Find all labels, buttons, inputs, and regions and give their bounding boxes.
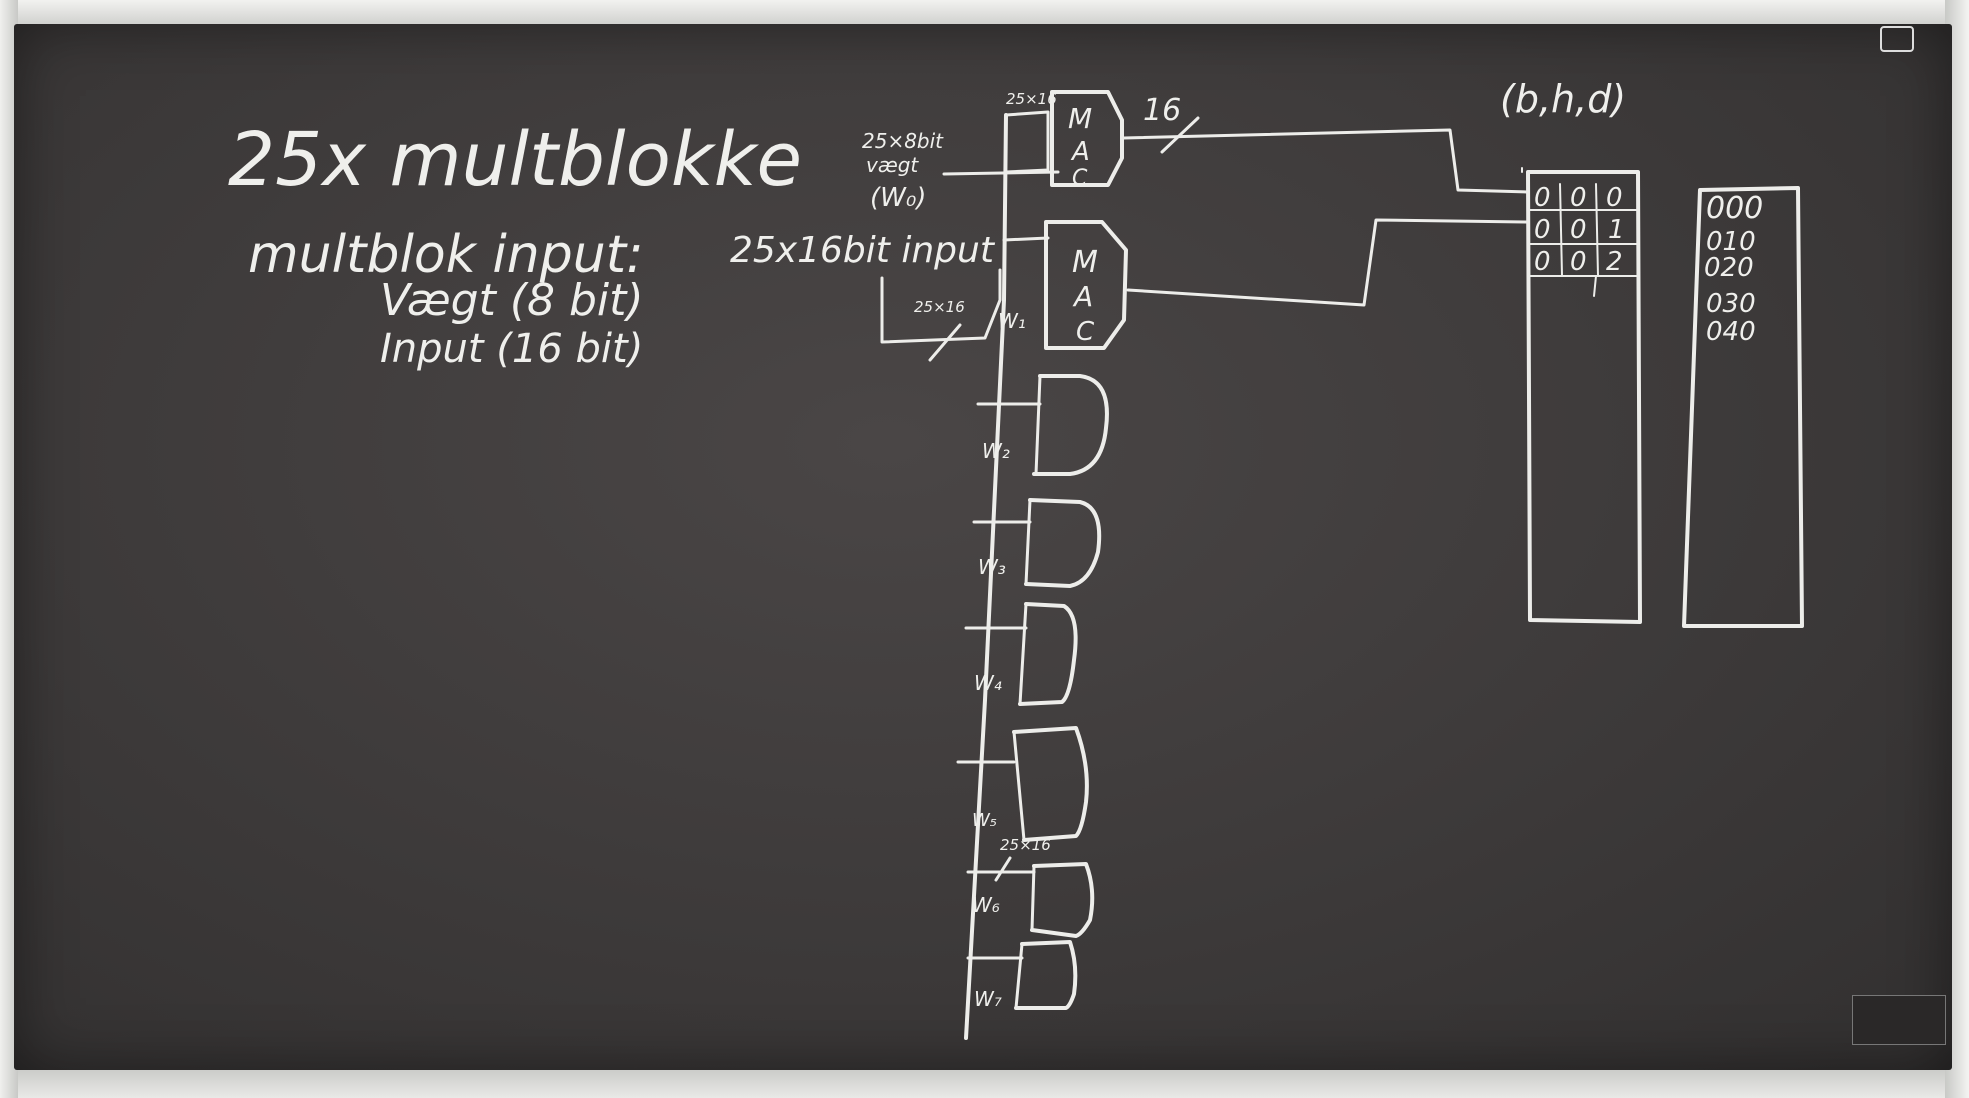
mac-top-letter-c: C bbox=[1072, 166, 1088, 191]
grid-cell-2-0: 0 bbox=[1534, 247, 1551, 277]
column-value-2: 020 bbox=[1704, 253, 1754, 283]
grid-cell-2-2: 2 bbox=[1606, 247, 1623, 277]
bus-top-line bbox=[1004, 110, 1050, 174]
board-frame-bottom bbox=[0, 1068, 1969, 1098]
mac-top-letter-m: M bbox=[1068, 102, 1092, 135]
board-logo-icon bbox=[1880, 26, 1914, 52]
mult-block-w5 bbox=[956, 726, 1089, 842]
input-bus-line bbox=[964, 113, 1008, 1040]
weight-label-w2: W₂ bbox=[982, 439, 1010, 463]
definition-item-weight: Vægt (8 bit) bbox=[380, 275, 644, 326]
tensor-value-column: 000 010 020 030 040 bbox=[1682, 186, 1804, 628]
mac-top-output-slash bbox=[1160, 116, 1200, 154]
heading-text: 25x multblokke bbox=[228, 117, 802, 203]
mult-block-w7 bbox=[966, 940, 1078, 1010]
weight-feed-line bbox=[942, 170, 1060, 176]
tensor-grid-cells: 0 0 0 0 0 1 0 0 2 bbox=[1534, 183, 1625, 277]
column-value-1: 010 bbox=[1706, 227, 1756, 257]
weight-label-w7: W₇ bbox=[974, 987, 1002, 1011]
input-register-box bbox=[880, 268, 1002, 344]
mac-top-output-wire bbox=[1122, 128, 1530, 194]
grid-cell-0-1: 0 bbox=[1570, 183, 1587, 213]
grid-cell-1-2: 1 bbox=[1608, 215, 1625, 245]
weight-label-w5: W₅ bbox=[972, 810, 997, 831]
weight-note-line-3: (W₀) bbox=[870, 183, 926, 213]
tensor-grid-column bbox=[1521, 167, 1642, 624]
mac-top-letter-a: A bbox=[1070, 137, 1090, 167]
column-value-3: 030 bbox=[1706, 289, 1756, 319]
bus-label: 25x16bit input bbox=[730, 230, 996, 271]
bus-feed-line bbox=[1002, 236, 1050, 242]
mac-output-width-label: 16 bbox=[1143, 93, 1181, 128]
mult-block-w3 bbox=[972, 498, 1102, 588]
mac-second-letter-c: C bbox=[1076, 317, 1095, 347]
mac-second-letter-a: A bbox=[1072, 280, 1093, 313]
chalkboard bbox=[14, 24, 1952, 1070]
column-value-0: 000 bbox=[1706, 191, 1763, 226]
grid-cell-0-0: 0 bbox=[1534, 183, 1551, 213]
column-value-4: 040 bbox=[1706, 317, 1756, 347]
definition-label: multblok input: bbox=[248, 225, 644, 285]
mult-block-w2 bbox=[976, 374, 1109, 476]
top-width-label: 25×16 bbox=[1006, 90, 1057, 108]
mult-block-w4 bbox=[964, 602, 1078, 706]
weight-note-line-2: vægt bbox=[866, 153, 919, 177]
mac-second-output-wire bbox=[1126, 218, 1530, 307]
mult-block-w6 bbox=[966, 856, 1095, 938]
mac-block-top: M A C bbox=[1050, 90, 1124, 191]
grid-cell-2-1: 0 bbox=[1570, 247, 1587, 277]
mac-block-second: M A C bbox=[1044, 220, 1128, 350]
weight-label-w6: W₆ bbox=[972, 893, 1000, 917]
mac-second-letter-m: M bbox=[1072, 245, 1098, 280]
weight-label-w3: W₃ bbox=[978, 555, 1006, 579]
weight-note-line-1: 25×8bit bbox=[862, 129, 944, 153]
manufacturer-label bbox=[1852, 995, 1946, 1045]
tensor-dims-label: (b,h,d) bbox=[1500, 77, 1626, 121]
grid-cell-1-0: 0 bbox=[1534, 215, 1551, 245]
register-slash bbox=[928, 323, 962, 362]
definition-item-input: Input (16 bit) bbox=[380, 326, 643, 372]
grid-cell-0-2: 0 bbox=[1606, 183, 1623, 213]
grid-cell-1-1: 0 bbox=[1570, 215, 1587, 245]
board-frame-left bbox=[0, 0, 18, 1098]
weight-label-w4: W₄ bbox=[974, 671, 1002, 695]
mid-width-label: 25×16 bbox=[914, 298, 965, 316]
